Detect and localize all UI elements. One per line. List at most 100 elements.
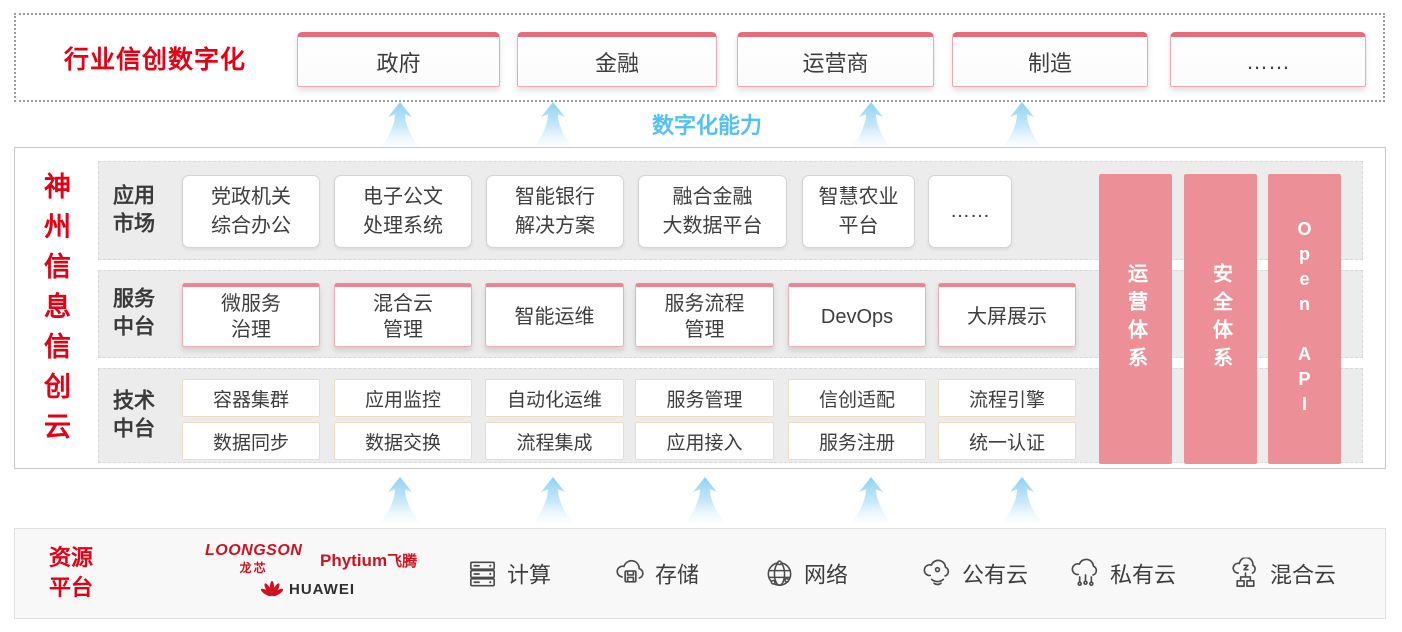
network-icon bbox=[767, 559, 792, 586]
resource-storage: 存储 bbox=[614, 557, 699, 590]
app-box-label: 党政机关 综合办公 bbox=[211, 185, 291, 237]
service-box-label: 智能运维 bbox=[514, 305, 595, 328]
tech-box-data-sync: 数据同步 bbox=[182, 422, 320, 460]
resource-label: 混合云 bbox=[1270, 562, 1337, 588]
row-app-market-label: 应用 市场 bbox=[113, 184, 155, 236]
industry-band: 行业信创数字化 政府 金融 运营商 制造 …… bbox=[14, 13, 1385, 102]
service-box-microservice-governance: 微服务 治理 bbox=[182, 283, 320, 347]
app-box-smart-agriculture: 智慧农业 平台 bbox=[802, 175, 915, 248]
service-box-label: DevOps bbox=[820, 305, 894, 328]
service-box-label: 服务流程 管理 bbox=[664, 292, 745, 341]
tech-box-process-integration: 流程集成 bbox=[485, 422, 624, 460]
service-box-label: 大屏展示 bbox=[967, 305, 1047, 328]
tech-box-label: 服务注册 bbox=[818, 432, 895, 454]
pillar-security-system: 安全体系 bbox=[1184, 174, 1257, 464]
up-arrow-icon bbox=[850, 102, 892, 148]
resource-label: 存储 bbox=[655, 562, 700, 588]
up-arrow-icon bbox=[1001, 477, 1043, 523]
resource-platform-panel: 资源 平台 LOONGSON 龙芯 Phytium飞腾 HUAWEI bbox=[14, 528, 1386, 619]
up-arrow-icon bbox=[532, 477, 574, 523]
row-service-platform: 服务 中台 微服务 治理 混合云 管理 智能运维 服务流程 管理 DevOps … bbox=[98, 270, 1363, 358]
pillar-label: Open API bbox=[1294, 219, 1315, 419]
app-box-edoc-system: 电子公文 处理系统 bbox=[334, 175, 472, 248]
tech-box-service-mgmt: 服务管理 bbox=[635, 379, 774, 417]
tech-box-app-access: 应用接入 bbox=[635, 422, 774, 460]
up-arrow-icon bbox=[379, 477, 421, 523]
tech-box-label: 容器集群 bbox=[212, 389, 289, 411]
app-box-label: 智慧农业 平台 bbox=[818, 185, 899, 237]
app-box-label: …… bbox=[950, 200, 990, 222]
loongson-logo-cn: 龙芯 bbox=[239, 561, 268, 575]
resource-private-cloud: 私有云 bbox=[1069, 557, 1176, 590]
service-box-label: 混合云 管理 bbox=[373, 292, 433, 341]
industry-box-operator: 运营商 bbox=[737, 32, 934, 87]
cloud-platform-panel: 神州信息信创云 应用 市场 党政机关 综合办公 电子公文 处理系统 智能银行 解… bbox=[14, 147, 1386, 469]
pillar-label: 运营体系 bbox=[1124, 263, 1147, 375]
app-box-party-gov-office: 党政机关 综合办公 bbox=[182, 175, 320, 248]
phytium-logo-cn: 飞腾 bbox=[387, 553, 418, 570]
industry-box-finance: 金融 bbox=[517, 32, 717, 87]
huawei-logo: HUAWEI bbox=[260, 581, 355, 598]
up-arrow-icon bbox=[379, 102, 421, 148]
tech-box-label: 自动化运维 bbox=[506, 389, 602, 411]
up-arrow-icon bbox=[850, 477, 892, 523]
industry-box-government: 政府 bbox=[297, 32, 500, 87]
industry-box-label: 制造 bbox=[1027, 50, 1072, 76]
tech-box-app-monitoring: 应用监控 bbox=[334, 379, 472, 417]
hybrid-cloud-icon bbox=[1232, 557, 1256, 587]
row-service-platform-label: 服务 中台 bbox=[113, 287, 155, 339]
huawei-flower-icon bbox=[260, 581, 284, 597]
service-box-devops: DevOps bbox=[788, 283, 926, 347]
tech-box-label: 统一认证 bbox=[968, 432, 1045, 454]
app-box-label: 智能银行 解决方案 bbox=[515, 185, 595, 237]
app-box-finance-bigdata: 融合金融 大数据平台 bbox=[638, 175, 787, 248]
phytium-logo: Phytium飞腾 bbox=[320, 550, 417, 571]
phytium-logo-text: Phytium bbox=[320, 551, 388, 570]
loongson-logo-text: LOONGSON bbox=[205, 542, 303, 559]
industry-box-label: 金融 bbox=[594, 50, 639, 76]
industry-box-more: …… bbox=[1170, 32, 1366, 87]
row-tech-platform-label: 技术 中台 bbox=[113, 389, 155, 441]
service-box-intelligent-ops: 智能运维 bbox=[485, 283, 624, 347]
up-arrow-icon bbox=[1001, 102, 1043, 148]
tech-box-service-registry: 服务注册 bbox=[788, 422, 926, 460]
private-cloud-icon bbox=[1071, 558, 1098, 586]
tech-box-label: 流程集成 bbox=[516, 432, 593, 454]
resource-label: 计算 bbox=[507, 562, 552, 588]
tech-box-unified-auth: 统一认证 bbox=[938, 422, 1076, 460]
resource-label: 公有云 bbox=[962, 562, 1029, 588]
row-tech-platform: 技术 中台 容器集群 应用监控 自动化运维 服务管理 信创适配 流程引擎 数据同… bbox=[98, 368, 1363, 463]
service-box-label: 微服务 治理 bbox=[221, 292, 281, 341]
resource-label: 私有云 bbox=[1110, 562, 1177, 588]
up-arrow-icon bbox=[532, 102, 574, 148]
tech-box-label: 流程引擎 bbox=[968, 389, 1045, 411]
service-box-service-process-mgmt: 服务流程 管理 bbox=[635, 283, 774, 347]
pillar-label: 安全体系 bbox=[1209, 263, 1232, 375]
row-app-market: 应用 市场 党政机关 综合办公 电子公文 处理系统 智能银行 解决方案 融合金融… bbox=[98, 161, 1363, 260]
app-box-label: 融合金融 大数据平台 bbox=[662, 185, 763, 237]
industry-box-label: …… bbox=[1246, 48, 1290, 74]
tech-box-label: 数据同步 bbox=[212, 432, 289, 454]
resource-compute: 计算 bbox=[466, 557, 551, 590]
tech-box-process-engine: 流程引擎 bbox=[938, 379, 1076, 417]
tech-box-label: 应用接入 bbox=[666, 432, 743, 454]
tech-box-xinchuang-adaptation: 信创适配 bbox=[788, 379, 926, 417]
service-box-hybrid-cloud-mgmt: 混合云 管理 bbox=[334, 283, 472, 347]
public-cloud-icon bbox=[923, 559, 950, 585]
tech-box-label: 服务管理 bbox=[666, 389, 743, 411]
app-box-smart-bank: 智能银行 解决方案 bbox=[486, 175, 624, 248]
tech-box-label: 数据交换 bbox=[364, 432, 441, 454]
up-arrow-icon bbox=[684, 477, 726, 523]
compute-icon bbox=[470, 561, 495, 586]
app-box-label: 电子公文 处理系统 bbox=[363, 185, 443, 237]
pillar-operations-system: 运营体系 bbox=[1099, 174, 1172, 464]
resource-public-cloud: 公有云 bbox=[921, 557, 1028, 590]
resource-platform-title: 资源 平台 bbox=[49, 544, 94, 601]
industry-box-manufacturing: 制造 bbox=[952, 32, 1148, 87]
industry-box-label: 政府 bbox=[376, 50, 421, 76]
platform-side-title: 神州信息信创云 bbox=[40, 172, 70, 452]
resource-network: 网络 bbox=[763, 557, 848, 590]
tech-box-container-cluster: 容器集群 bbox=[182, 379, 320, 417]
huawei-logo-text: HUAWEI bbox=[289, 581, 355, 598]
